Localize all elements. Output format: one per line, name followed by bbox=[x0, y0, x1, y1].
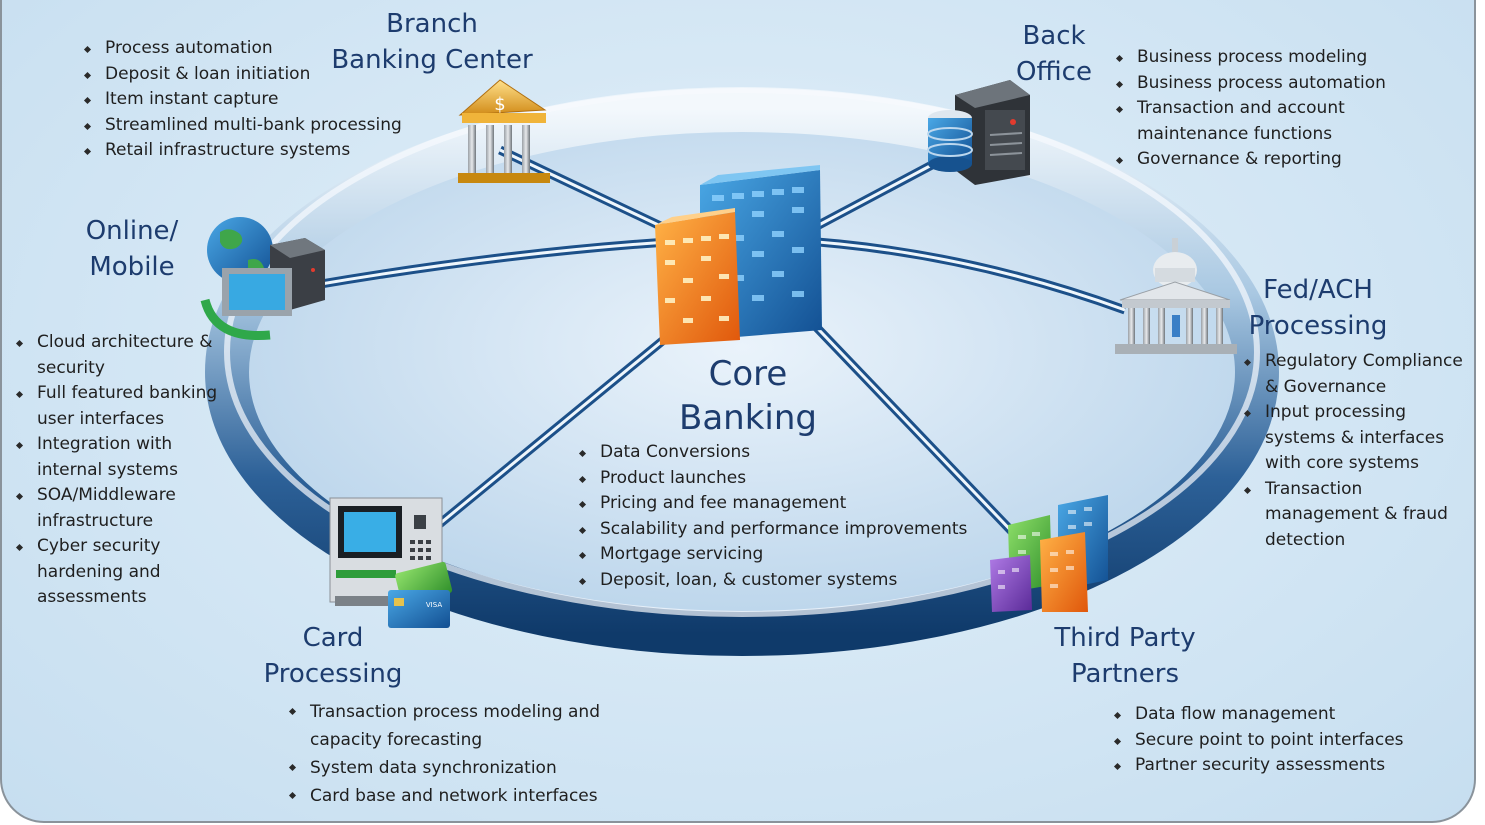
core-title: Core Banking bbox=[660, 352, 836, 440]
bullet-item: Full featured banking bbox=[11, 381, 217, 407]
third-party-title: Third Party Partners bbox=[1036, 620, 1214, 692]
bullet-item: detection bbox=[1265, 529, 1346, 550]
bullet-item: with core systems bbox=[1265, 453, 1420, 473]
bullet-item: Transaction process modeling and bbox=[284, 698, 600, 726]
online-title-line-2: Mobile bbox=[89, 252, 175, 282]
bullet-item: security bbox=[37, 357, 105, 378]
branch-title-line-1: Branch bbox=[386, 9, 478, 39]
back-office-title-line-2: Office bbox=[1016, 57, 1092, 87]
bullet-item: Transaction bbox=[1239, 477, 1463, 503]
bullet-item: Cyber security bbox=[11, 534, 217, 560]
bullet-item: Retail infrastructure systems bbox=[79, 138, 402, 164]
globe-computer-icon bbox=[200, 217, 325, 341]
bullet-item: internal systems bbox=[37, 459, 178, 480]
bullet-item: Card base and network interfaces bbox=[284, 782, 600, 810]
svg-text:$: $ bbox=[494, 94, 505, 115]
bullet-item: Business process modeling bbox=[1111, 45, 1386, 71]
spoke-third-party-highlight bbox=[798, 308, 1022, 542]
spokes bbox=[314, 145, 1127, 544]
spoke-online-highlight bbox=[314, 238, 701, 287]
core-title-line-2: Banking bbox=[679, 398, 817, 438]
card-title: Card Processing bbox=[250, 620, 416, 692]
bullet-item: Streamlined multi-bank processing bbox=[79, 113, 402, 139]
bullet-item: hardening and bbox=[37, 561, 161, 582]
bullet-item: Integration with bbox=[11, 432, 217, 458]
online-title-line-1: Online/ bbox=[85, 216, 179, 246]
svg-text:VISA: VISA bbox=[426, 601, 442, 609]
bullet-item: & Governance bbox=[1265, 376, 1387, 397]
fed-title: Fed/ACH Processing bbox=[1236, 272, 1400, 344]
bullet-item: capacity forecasting bbox=[310, 730, 483, 750]
bullet-item: Pricing and fee management bbox=[574, 491, 967, 517]
spoke-fed-highlight bbox=[789, 238, 1126, 312]
back-office-title-line-1: Back bbox=[1022, 21, 1086, 51]
bullet-item: systems & interfaces bbox=[1265, 427, 1445, 448]
back-office-title: Back Office bbox=[1000, 18, 1108, 90]
spoke-card-highlight bbox=[419, 308, 701, 542]
fed-title-line-2: Processing bbox=[1248, 311, 1388, 341]
bullet-item: Secure point to point interfaces bbox=[1109, 728, 1404, 754]
bullet-item: maintenance functions bbox=[1137, 123, 1333, 144]
bullet-item: Scalability and performance improvements bbox=[574, 517, 967, 543]
atm-card-icon: VISA bbox=[329, 497, 453, 628]
card-title-line-2: Processing bbox=[263, 659, 403, 689]
bullet-item: Business process automation bbox=[1111, 71, 1386, 97]
bullet-item: Data flow management bbox=[1109, 702, 1404, 728]
server-database-icon bbox=[927, 80, 1030, 185]
bullet-item: infrastructure bbox=[37, 510, 154, 531]
bullet-item: Process automation bbox=[79, 36, 402, 62]
card-bullets: Transaction process modeling and capacity… bbox=[284, 698, 600, 810]
bullet-item: assessments bbox=[37, 587, 147, 607]
online-title: Online/ Mobile bbox=[62, 213, 202, 285]
bullet-item: Item instant capture bbox=[79, 87, 402, 113]
bullet-item: Regulatory Compliance bbox=[1239, 349, 1463, 375]
card-title-line-1: Card bbox=[302, 623, 364, 653]
bullet-item: Governance & reporting bbox=[1111, 147, 1386, 173]
bullet-item: System data synchronization bbox=[284, 754, 600, 782]
bullet-item: user interfaces bbox=[37, 408, 165, 429]
city-buildings-icon bbox=[990, 495, 1108, 612]
bullet-item: Product launches bbox=[574, 466, 967, 492]
office-towers-icon bbox=[655, 165, 822, 345]
capitol-building-icon bbox=[1115, 238, 1237, 354]
bullet-item: Partner security assessments bbox=[1109, 753, 1404, 779]
bullet-item: SOA/Middleware bbox=[11, 483, 217, 509]
bullet-item: Deposit & loan initiation bbox=[79, 62, 402, 88]
third-party-title-line-1: Third Party bbox=[1054, 623, 1196, 653]
bullet-item: Data Conversions bbox=[574, 440, 967, 466]
fed-title-line-1: Fed/ACH bbox=[1263, 275, 1373, 305]
bullet-item: Cloud architecture & bbox=[11, 330, 217, 356]
bullet-item: Input processing bbox=[1239, 400, 1463, 426]
ring-inner-area bbox=[242, 122, 1242, 622]
bullet-item: Mortgage servicing bbox=[574, 542, 967, 568]
bank-building-icon: $ bbox=[458, 79, 550, 183]
third-party-title-line-2: Partners bbox=[1070, 659, 1180, 689]
bullet-item: Transaction and account bbox=[1111, 96, 1386, 122]
core-title-line-1: Core bbox=[708, 354, 788, 394]
bullet-item: management & fraud bbox=[1265, 504, 1448, 524]
bullet-item: Deposit, loan, & customer systems bbox=[574, 568, 967, 594]
